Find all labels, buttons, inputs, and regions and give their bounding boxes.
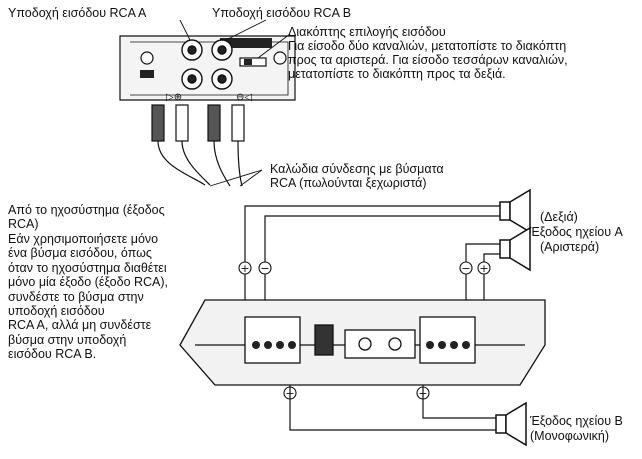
input-polarity-symbols: ▷⊕ ⊖◁ bbox=[166, 92, 252, 103]
svg-text:+: + bbox=[240, 262, 249, 275]
source-note-line: RCA A, αλλά μη συνδέστε bbox=[8, 318, 152, 332]
speaker-b-output-label: Έξοδος ηχείου B bbox=[530, 414, 623, 428]
rca-input-a-label: Υποδοχή εισόδου RCA A bbox=[8, 6, 147, 20]
source-note-line: βύσμα στην υποδοχή bbox=[8, 333, 127, 347]
source-note-line: Εάν χρησιμοποιήσετε μόνο bbox=[8, 232, 159, 246]
speaker-a-right-icon bbox=[499, 188, 531, 234]
svg-text:+: + bbox=[479, 262, 488, 275]
svg-text:−: − bbox=[461, 262, 470, 275]
svg-text:−: − bbox=[260, 262, 269, 275]
speaker-b-icon bbox=[495, 401, 527, 447]
speaker-b-mono-label: (Μονοφωνική) bbox=[530, 429, 609, 443]
speaker-a-right-label: (Δεξιά) bbox=[540, 210, 578, 224]
rca-plugs bbox=[151, 104, 245, 187]
source-note-line: υποδοχή εισόδου bbox=[8, 304, 105, 318]
speaker-a-left-label: (Αριστερά) bbox=[540, 240, 600, 254]
source-note-line: RCA) bbox=[8, 217, 39, 231]
switch-label-line: μετατοπίστε το διακόπτη προς τα δεξιά. bbox=[288, 67, 506, 81]
svg-text:⊖◁: ⊖◁ bbox=[236, 92, 252, 103]
rca-input-a-jacks bbox=[181, 39, 203, 90]
speaker-b-wires bbox=[289, 385, 496, 431]
cables-label-line: Καλώδια σύνδεσης με βύσματα bbox=[270, 162, 444, 176]
leader-lines bbox=[179, 19, 291, 187]
rca-input-b-label: Υποδοχή εισόδου RCA B bbox=[212, 6, 352, 20]
svg-text:▷⊕: ▷⊕ bbox=[166, 92, 182, 103]
switch-label-line: Για είσοδο δύο καναλιών, μετατοπίστε το … bbox=[288, 39, 567, 53]
source-note-line: ένα βύσμα εισόδου, όπως bbox=[8, 246, 152, 260]
input-panel-detail bbox=[119, 35, 296, 101]
speaker-a-left-icon bbox=[499, 226, 531, 272]
switch-label-line: Διακόπτης επιλογής εισόδου bbox=[288, 25, 446, 39]
speaker-a-output-label: Έξοδος ηχείου A bbox=[530, 225, 623, 239]
speaker-a-wires bbox=[244, 205, 500, 300]
cables-label-line: RCA (πωλούνται ξεχωριστά) bbox=[270, 176, 427, 190]
source-note-line: μόνο μία έξοδο (έξοδο RCA), bbox=[8, 275, 169, 289]
source-note-line: συνδέστε το βύσμα στην bbox=[8, 290, 144, 304]
rca-input-b-jacks bbox=[211, 39, 233, 90]
amplifier-body bbox=[179, 299, 546, 386]
speaker-terminals bbox=[252, 341, 470, 349]
source-note-line: εισόδου RCA B. bbox=[8, 347, 97, 361]
source-note-line: Από το ηχοσύστημα (έξοδος bbox=[8, 203, 165, 217]
switch-label-line: προς τα αριστερά. Για είσοδο τεσσάρων κα… bbox=[288, 53, 568, 67]
source-note-line: όταν το ηχοσύστημα διαθέτει bbox=[8, 261, 167, 275]
